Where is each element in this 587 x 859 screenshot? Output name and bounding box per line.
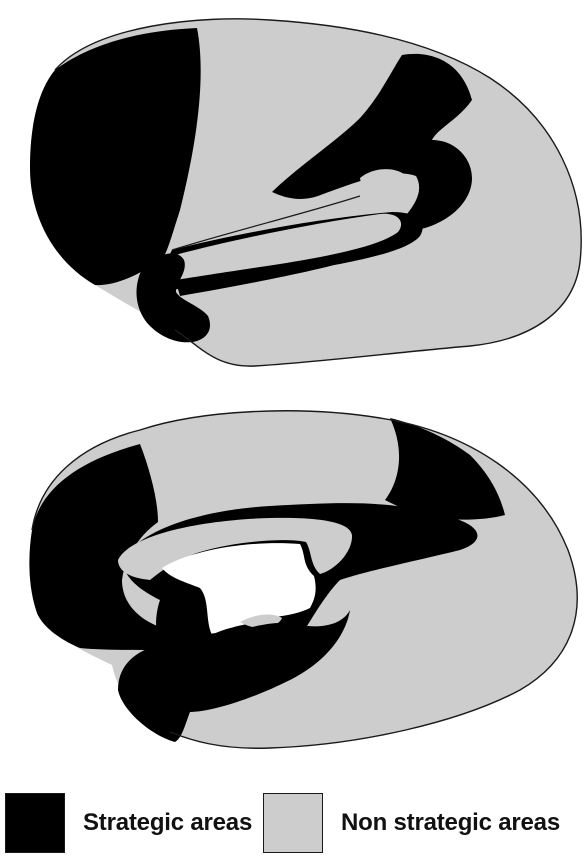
legend-item-non-strategic: Non strategic areas (263, 792, 560, 854)
lateral-brain-view (30, 19, 581, 366)
legend-swatch-strategic (5, 793, 65, 853)
legend-item-strategic: Strategic areas (5, 792, 252, 854)
legend-label-strategic: Strategic areas (83, 809, 252, 837)
legend-swatch-non-strategic (263, 793, 323, 853)
legend-label-non-strategic: Non strategic areas (341, 809, 560, 837)
medial-brain-view (29, 411, 577, 748)
